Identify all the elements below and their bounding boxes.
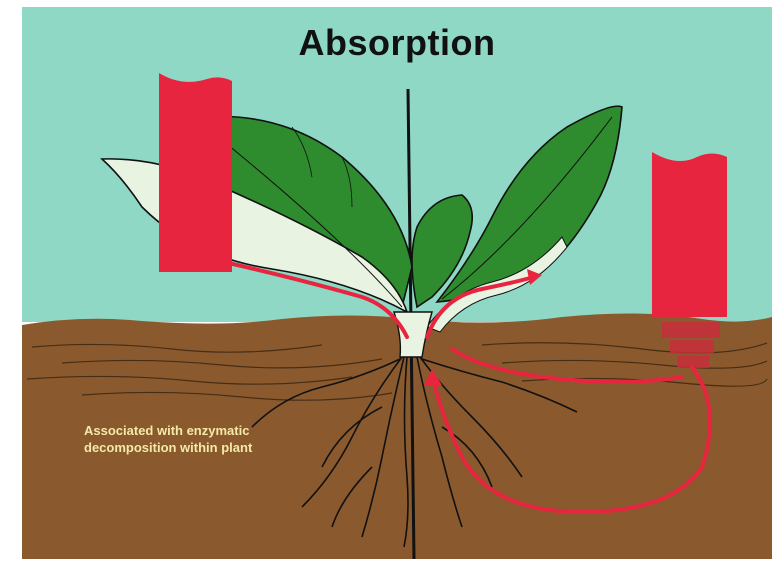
- absorption-diagram: [22, 7, 772, 559]
- caption-line-1: Associated with enzymatic: [84, 422, 252, 439]
- diagram-caption: Associated with enzymatic decomposition …: [84, 422, 252, 456]
- caption-line-2: decomposition within plant: [84, 439, 252, 456]
- left-spray-band: [159, 73, 232, 272]
- right-spray-band: [652, 152, 727, 317]
- page-title: Absorption: [22, 22, 772, 64]
